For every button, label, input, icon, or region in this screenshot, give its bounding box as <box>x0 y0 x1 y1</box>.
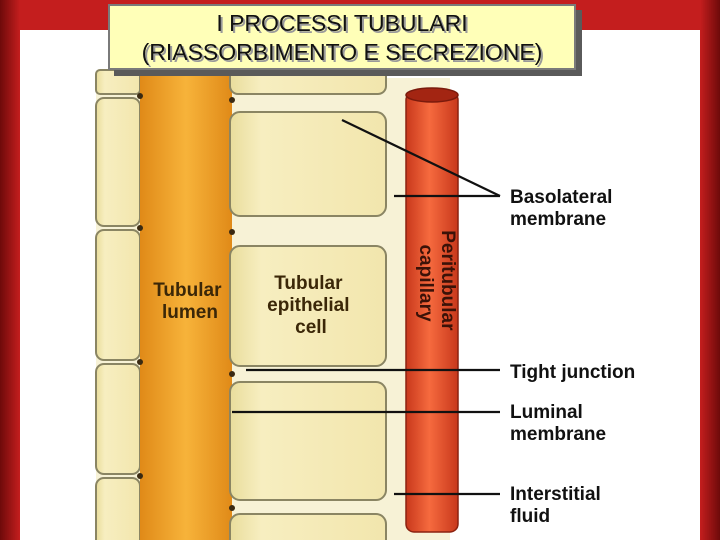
interstitial-fluid-label: Interstitial fluid <box>510 484 606 527</box>
tight-junction-marks <box>137 93 235 511</box>
epithelial-cell-label: Tubular epithelial cell <box>267 273 355 338</box>
epithelial-cell <box>229 111 387 217</box>
slide-title-line-1: I PROCESSI TUBULARI <box>216 10 468 36</box>
slide-title-line-2: (RIASSORBIMENTO E SECREZIONE) <box>141 39 543 65</box>
epithelial-cell <box>229 381 387 501</box>
tubular-lumen-label: Tubular lumen <box>153 280 227 323</box>
basolateral-membrane-label: Basolateral membrane <box>510 187 618 230</box>
peritubular-capillary <box>405 87 459 533</box>
epithelial-cell <box>229 245 387 367</box>
leader-lines <box>232 119 501 496</box>
tubular-lumen-band <box>140 60 232 540</box>
tight-junction-label: Tight junction <box>510 362 635 383</box>
slide-title-box: I PROCESSI TUBULARI (RIASSORBIMENTO E SE… <box>108 4 576 70</box>
luminal-membrane-label: Luminal membrane <box>510 402 606 445</box>
capillary-label: Peritubular capillary <box>415 230 458 336</box>
left-cell-column <box>95 69 141 540</box>
epithelial-cell <box>229 513 387 540</box>
